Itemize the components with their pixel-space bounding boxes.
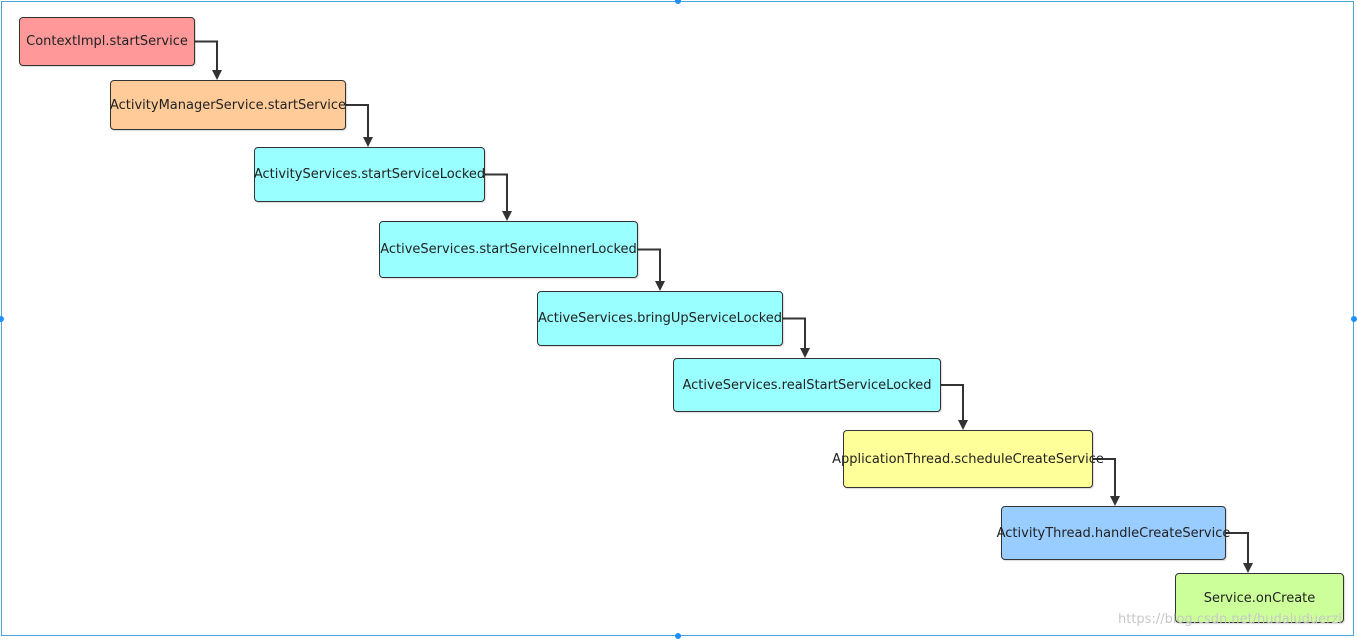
node-applicationthread-schedulecreateservice[interactable]: ApplicationThread.scheduleCreateService bbox=[832, 430, 1104, 488]
edge-n8-to-n9 bbox=[1226, 532, 1253, 573]
edge-n3-to-n4 bbox=[485, 173, 512, 221]
edge-n5-to-n6 bbox=[783, 317, 810, 358]
node-activeservices-startserviceinnerlocked[interactable]: ActiveServices.startServiceInnerLocked bbox=[379, 221, 638, 278]
left-handle[interactable] bbox=[0, 316, 4, 322]
edge-n7-to-n8 bbox=[1093, 458, 1120, 506]
watermark-text: https://blog.csdn.net/hudaluduerzi bbox=[1118, 612, 1342, 627]
edge-n6-to-n7 bbox=[941, 384, 968, 430]
edge-n4-to-n5 bbox=[638, 248, 665, 291]
edge-n2-to-n3 bbox=[346, 104, 373, 147]
node-activityservices-startservicelocked[interactable]: ActivityServices.startServiceLocked bbox=[254, 147, 485, 202]
node-activitymanagerservice-startservice[interactable]: ActivityManagerService.startService bbox=[110, 80, 346, 130]
edge-n1-to-n2 bbox=[195, 40, 222, 80]
right-handle[interactable] bbox=[1351, 316, 1357, 322]
bottom-handle[interactable] bbox=[675, 633, 681, 639]
top-handle[interactable] bbox=[675, 0, 681, 4]
node-service-oncreate[interactable]: Service.onCreate bbox=[1175, 573, 1344, 623]
node-activeservices-bringupservicelocked[interactable]: ActiveServices.bringUpServiceLocked bbox=[537, 291, 783, 346]
node-contextimpl-startservice[interactable]: ContextImpl.startService bbox=[19, 17, 195, 66]
node-activitythread-handlecreateservice[interactable]: ActivityThread.handleCreateService bbox=[997, 506, 1230, 560]
node-activeservices-realstartservicelocked[interactable]: ActiveServices.realStartServiceLocked bbox=[673, 358, 941, 412]
